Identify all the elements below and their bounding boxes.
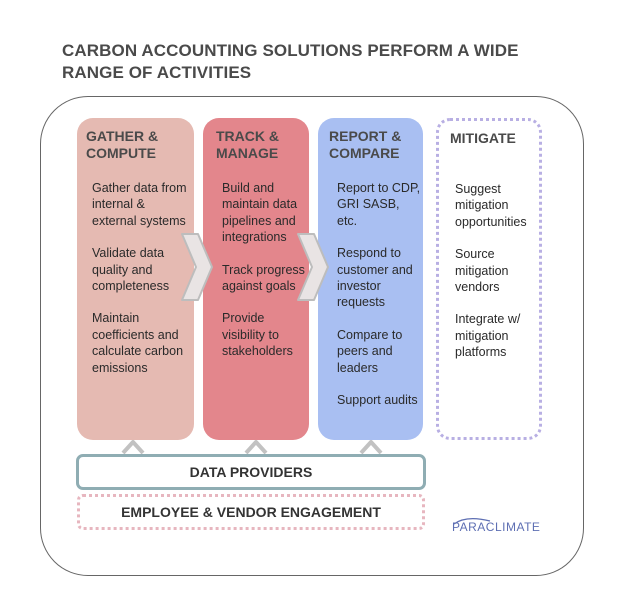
engagement-bar: EMPLOYEE & VENDOR ENGAGEMENT	[77, 494, 425, 530]
activity-item: Integrate w/ mitigation platforms	[455, 312, 521, 360]
paraclimate-logo: PARACLIMATE	[452, 517, 542, 539]
activity-item: Validate data quality and completeness	[92, 246, 170, 294]
activity-item: Suggest mitigation opportunities	[455, 182, 527, 229]
activity-item: Report to CDP, GRI SASB, etc.	[337, 181, 421, 228]
heading-line-2: MANAGE	[216, 145, 279, 161]
column-track-manage: TRACK & MANAGE Build and maintain data p…	[203, 118, 309, 440]
title-line-1: CARBON ACCOUNTING SOLUTIONS PERFORM A WI…	[62, 41, 519, 60]
activity-item: Gather data from internal & external sys…	[92, 181, 187, 228]
activity-item: Compare to peers and leaders	[337, 327, 403, 375]
activity-list: Report to CDP, GRI SASB, etc. Respond to…	[337, 180, 423, 424]
title-line-2: RANGE OF ACTIVITIES	[62, 63, 252, 82]
chevron-right-icon	[296, 232, 330, 302]
chevron-up-icon	[121, 438, 145, 455]
heading-line-2: COMPARE	[329, 145, 400, 161]
heading-line-1: MITIGATE	[450, 130, 516, 146]
activity-list: Build and maintain data pipelines and in…	[222, 180, 310, 376]
activity-item: Track progress against goals	[222, 262, 305, 294]
chevron-up-icon	[359, 438, 383, 455]
activity-item: Maintain coefficients and calculate carb…	[92, 311, 184, 375]
chevron-up-icon	[244, 438, 268, 455]
column-heading: REPORT & COMPARE	[329, 128, 401, 162]
column-heading: MITIGATE	[450, 130, 516, 147]
heading-line-1: TRACK &	[216, 128, 279, 144]
column-mitigate: MITIGATE Suggest mitigation opportunitie…	[436, 118, 542, 440]
data-providers-bar: DATA PROVIDERS	[76, 454, 426, 490]
diagram-title: CARBON ACCOUNTING SOLUTIONS PERFORM A WI…	[62, 40, 602, 84]
column-heading: TRACK & MANAGE	[216, 128, 279, 162]
activity-item: Build and maintain data pipelines and in…	[222, 181, 298, 245]
activity-item: Support audits	[337, 393, 418, 408]
activity-item: Source mitigation vendors	[455, 247, 509, 295]
chevron-right-icon	[180, 232, 214, 302]
activity-item: Provide visibility to stakeholders	[222, 311, 293, 359]
activity-list: Gather data from internal & external sys…	[92, 180, 192, 392]
outer-frame	[40, 96, 584, 576]
heading-line-2: COMPUTE	[86, 145, 156, 161]
column-gather-compute: GATHER & COMPUTE Gather data from intern…	[77, 118, 194, 440]
logo-text: PARACLIMATE	[452, 520, 541, 534]
logo-arc-icon	[453, 518, 491, 525]
activity-list: Suggest mitigation opportunities Source …	[455, 181, 541, 377]
column-heading: GATHER & COMPUTE	[86, 128, 158, 162]
activity-item: Respond to customer and investor request…	[337, 246, 413, 310]
heading-line-1: GATHER &	[86, 128, 159, 144]
column-report-compare: REPORT & COMPARE Report to CDP, GRI SASB…	[318, 118, 423, 440]
heading-line-1: REPORT &	[329, 128, 402, 144]
